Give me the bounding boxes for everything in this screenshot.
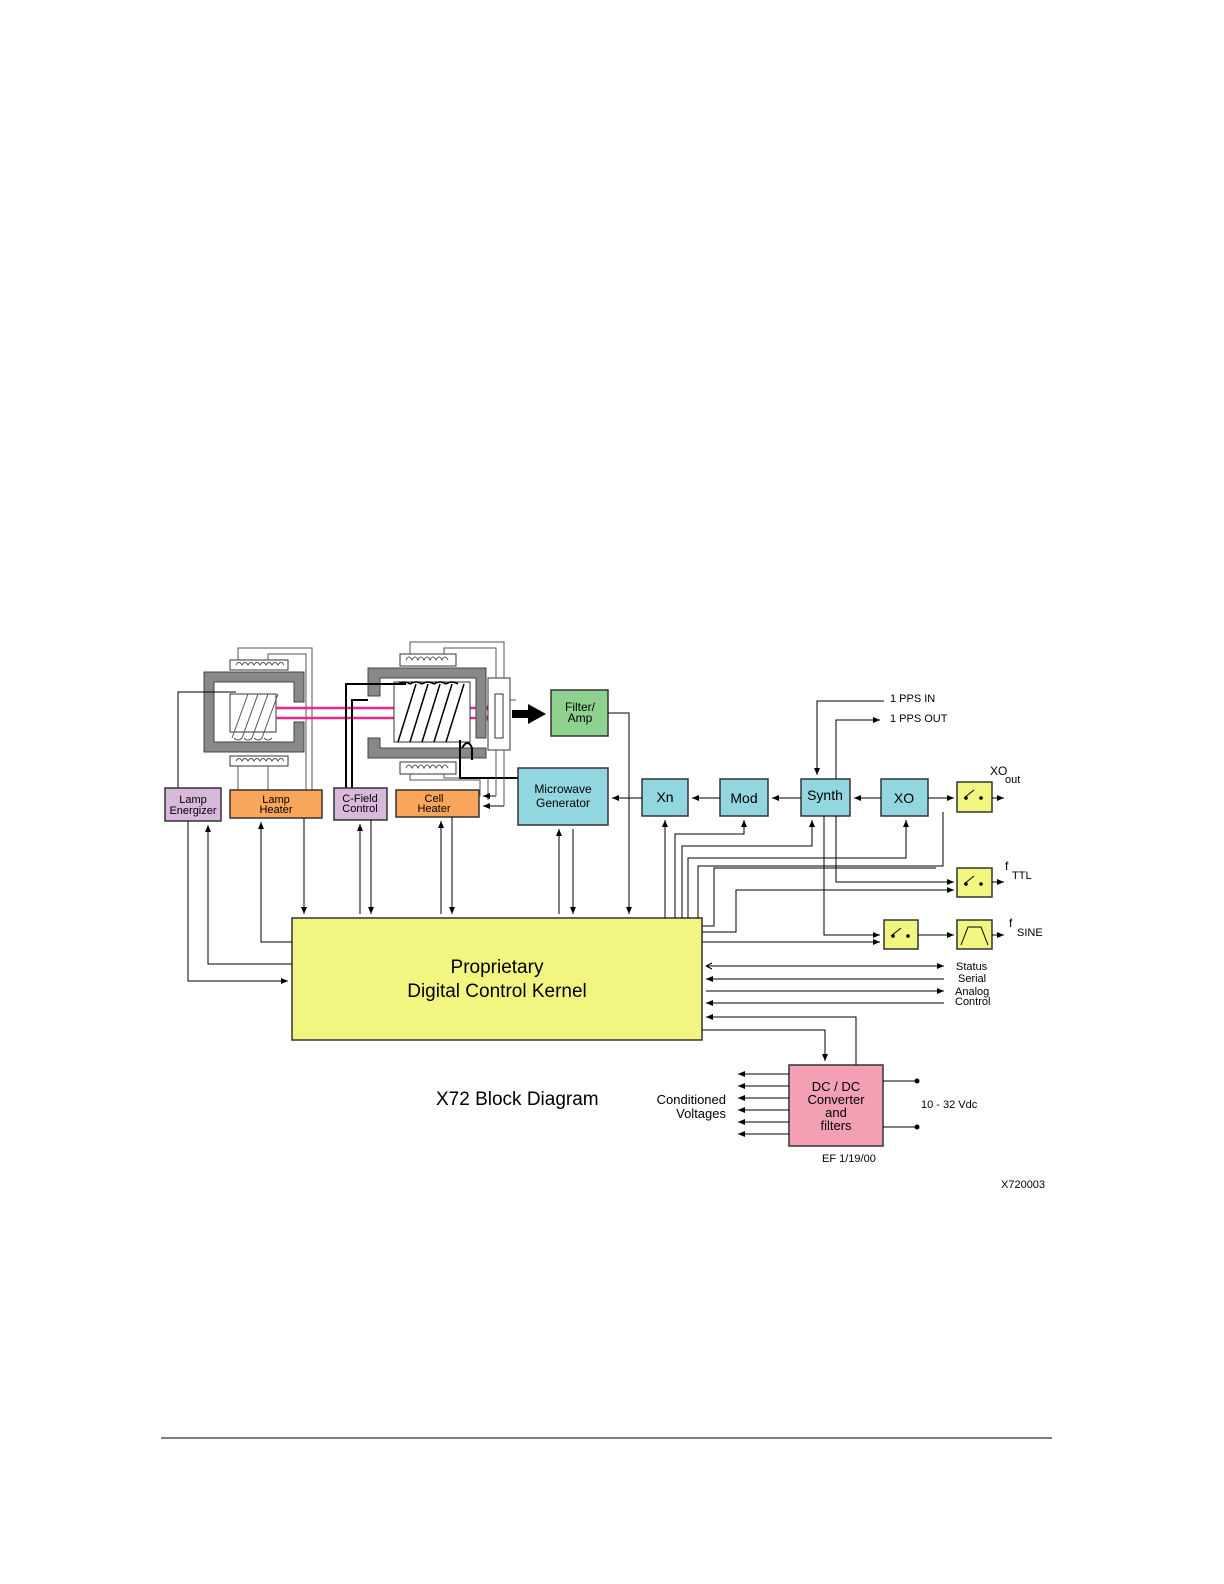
synth-label: Synth [807, 787, 843, 803]
filter-amp-block: Filter/ Amp [550, 689, 609, 737]
dcdc-label-1: DC / DC [812, 1079, 860, 1094]
serial-label: Serial [958, 973, 986, 985]
xo-block: XO [880, 778, 929, 817]
cell-heater-label-2: Heater [417, 803, 450, 815]
kernel-label-1: Proprietary [451, 957, 544, 978]
control-label: Control [955, 996, 990, 1008]
fsine-switch [883, 919, 919, 950]
fttl-subscript: TTL [1012, 870, 1032, 882]
cfield-control-block: C-Field Control [333, 787, 388, 821]
lamp-heater-label-1: Lamp [262, 794, 290, 806]
cell-assembly [345, 641, 518, 800]
lamp-heater-block: Lamp Heater [229, 789, 323, 819]
vdc-label: 10 - 32 Vdc [921, 1099, 978, 1111]
fsine-subscript: SINE [1017, 927, 1043, 939]
conditioned-label: Conditioned [657, 1092, 726, 1107]
mod-label: Mod [730, 790, 757, 806]
figure-id: X720003 [1001, 1179, 1045, 1191]
xn-block: Xn [641, 778, 689, 817]
status-label: Status [956, 961, 988, 973]
lamp-energizer-label-1: Lamp [179, 794, 207, 806]
filter-amp-label-1: Filter/ [565, 700, 596, 714]
lamp-energizer-label-2: Energizer [169, 805, 216, 817]
microwave-generator-block: Microwave Generator [517, 767, 609, 826]
cell-heater-label-1: Cell [425, 793, 444, 805]
fttl-switch [956, 867, 993, 898]
cfield-control-label-2: Control [342, 803, 377, 815]
xo-out-switch [956, 781, 993, 813]
cfield-control-label-1: C-Field [342, 793, 377, 805]
dcdc-label-2: Converter [807, 1092, 865, 1107]
microwave-generator-label-1: Microwave [534, 782, 592, 796]
lamp-energizer-block: Lamp Energizer [164, 787, 222, 822]
analog-label: Analog [955, 986, 989, 998]
connections [187, 700, 1004, 1137]
xn-label: Xn [656, 789, 673, 805]
kernel-label-2: Digital Control Kernel [407, 981, 587, 1002]
pps-in-label: 1 PPS IN [890, 693, 935, 705]
mod-block: Mod [719, 778, 769, 817]
date-tag: EF 1/19/00 [822, 1153, 876, 1165]
voltages-label: Voltages [676, 1106, 726, 1121]
pps-out-label: 1 PPS OUT [890, 713, 948, 725]
microwave-generator-label-2: Generator [536, 796, 590, 810]
synth-block: Synth [800, 778, 851, 817]
fsine-filter [956, 919, 993, 950]
lamp-heater-label-2: Heater [259, 804, 292, 816]
digital-control-kernel: Proprietary Digital Control Kernel [291, 917, 703, 1041]
xo-label: XO [894, 790, 914, 806]
lamp-assembly [177, 647, 313, 790]
fttl-label: f [1005, 859, 1009, 873]
xo-out-subscript: out [1005, 774, 1020, 786]
xo-out-label: XO [990, 764, 1007, 778]
optical-output-arrow [512, 704, 546, 724]
fsine-label: f [1009, 916, 1013, 930]
diagram-title: X72 Block Diagram [436, 1089, 599, 1110]
dcdc-converter-block: DC / DC Converter and filters [788, 1064, 884, 1147]
filter-amp-label-2: Amp [568, 711, 593, 725]
cell-heater-block: Cell Heater [395, 789, 480, 818]
dcdc-label-4: filters [820, 1118, 852, 1133]
dcdc-label-3: and [825, 1105, 847, 1120]
